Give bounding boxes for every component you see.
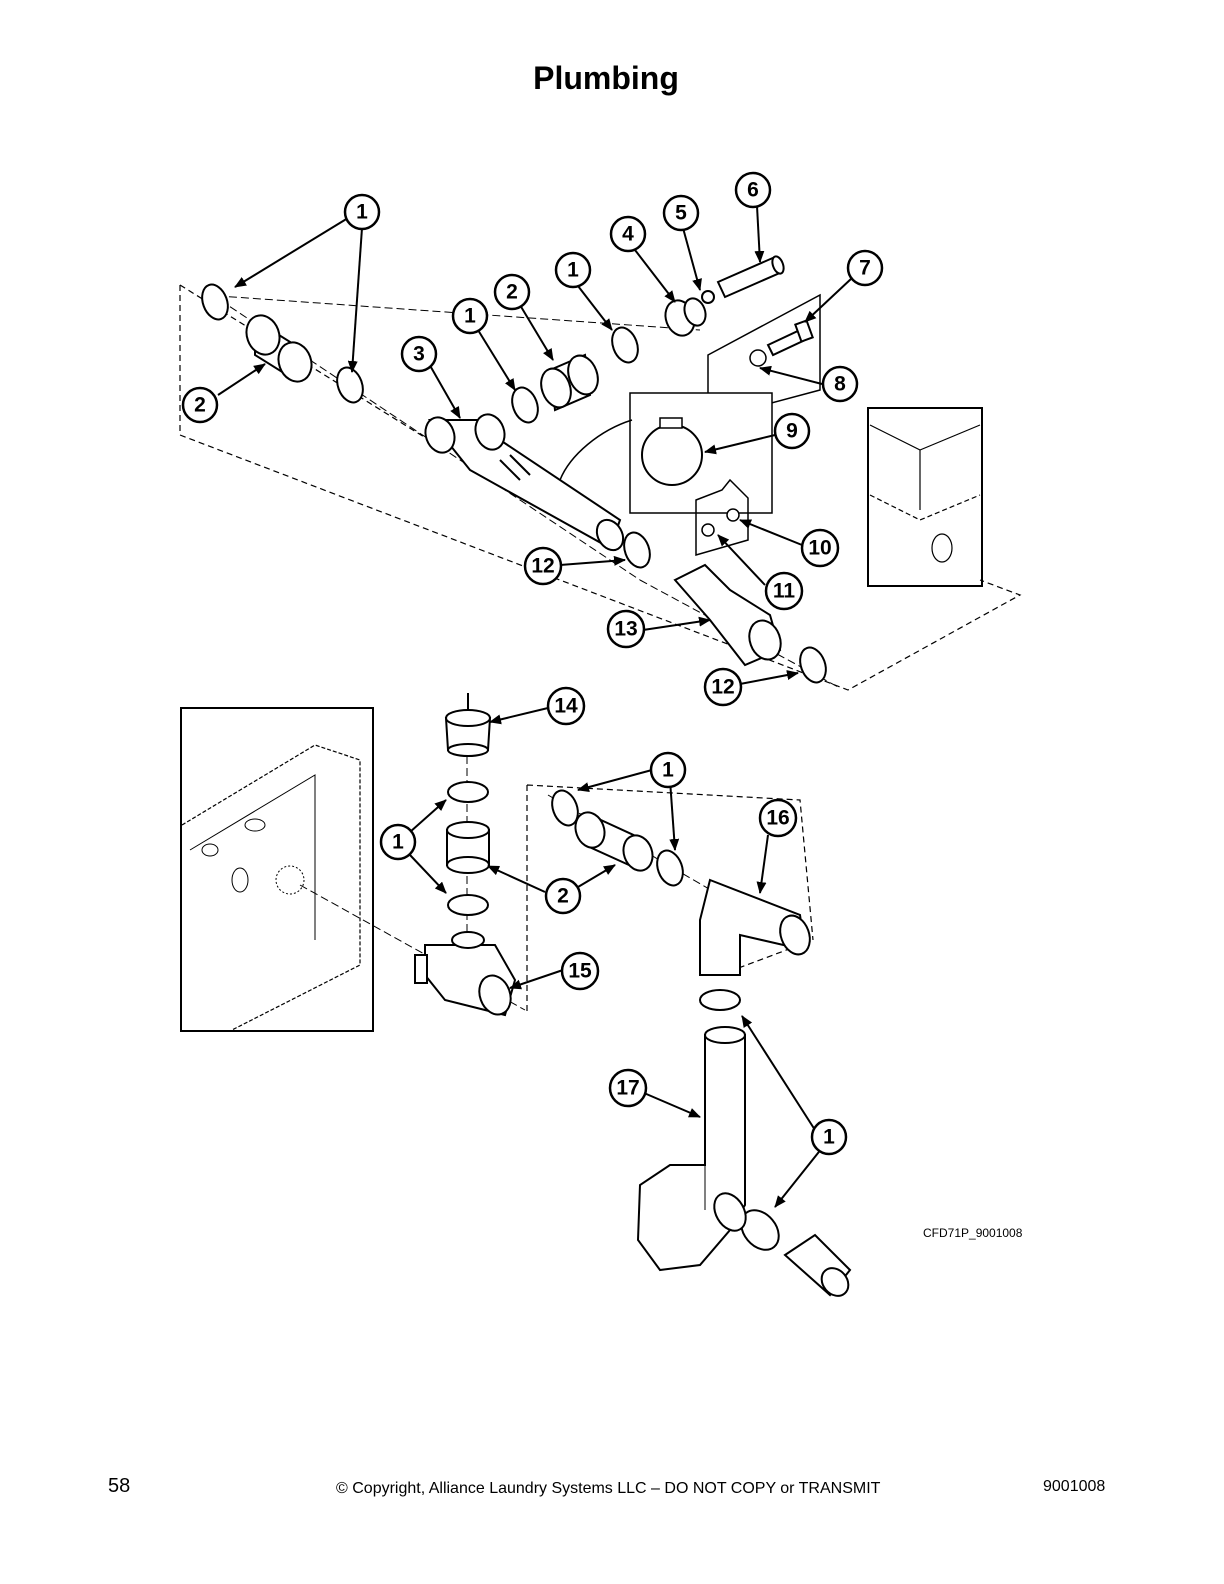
callout-1: 1 xyxy=(392,831,404,854)
copyright-notice: © Copyright, Alliance Laundry Systems LL… xyxy=(336,1480,881,1497)
callout-11: 11 xyxy=(773,580,796,603)
upper-assembly-boundary xyxy=(179,284,1022,691)
tee-fitting-part xyxy=(414,931,517,1017)
callout-1: 1 xyxy=(823,1126,835,1149)
callout-1: 1 xyxy=(567,259,579,282)
callout-2: 2 xyxy=(557,885,569,908)
screw-part xyxy=(766,319,814,357)
coupling-part xyxy=(446,821,490,874)
reducer-hose-part xyxy=(673,563,782,667)
page-number: 58 xyxy=(108,1475,131,1497)
callout-12: 12 xyxy=(711,676,734,699)
cap-part xyxy=(664,297,707,337)
hose-clamp-part xyxy=(447,781,780,1251)
cabinet-detail-inset xyxy=(180,707,374,1032)
coupling-part xyxy=(540,353,599,412)
callout-9: 9 xyxy=(786,420,798,443)
callout-6: 6 xyxy=(747,179,759,202)
hose-part xyxy=(716,255,785,299)
callout-5: 5 xyxy=(675,202,687,225)
callout-4: 4 xyxy=(622,223,634,246)
callout-7: 7 xyxy=(859,257,871,280)
callout-14: 14 xyxy=(554,695,578,718)
drain-elbow-pipe-part xyxy=(424,413,625,552)
cap-with-stem-part xyxy=(444,693,492,757)
callout-1: 1 xyxy=(464,305,476,328)
callout-2: 2 xyxy=(194,394,206,417)
drawing-id: CFD71P_9001008 xyxy=(923,1226,1023,1240)
callout-3: 3 xyxy=(413,343,425,366)
callout-12: 12 xyxy=(531,555,554,578)
ring-part xyxy=(701,290,715,304)
callout-10: 10 xyxy=(808,537,831,560)
callout-13: 13 xyxy=(614,618,637,641)
callout-17: 17 xyxy=(616,1077,639,1100)
callout-circles xyxy=(181,171,884,1156)
callout-15: 15 xyxy=(568,960,592,983)
callout-2: 2 xyxy=(506,281,518,304)
pipe-tee-part xyxy=(699,878,811,976)
callout-8: 8 xyxy=(834,373,846,396)
coupling-part xyxy=(574,811,654,872)
trap-pipe-part xyxy=(636,1026,747,1272)
leader-lines xyxy=(217,205,853,1208)
machine-detail-inset xyxy=(867,407,983,587)
drain-hose-end xyxy=(783,1233,852,1297)
callout-1: 1 xyxy=(356,201,368,224)
hose-clamp-part xyxy=(201,283,827,684)
page-title: Plumbing xyxy=(533,60,679,96)
washer-detail-inset xyxy=(695,478,749,556)
upper-centre-line xyxy=(204,294,701,331)
callout-16: 16 xyxy=(766,807,789,830)
clip-detail-inset xyxy=(559,392,773,514)
coupling-part xyxy=(245,314,313,383)
document-number: 9001008 xyxy=(1043,1478,1106,1495)
callout-1: 1 xyxy=(662,759,674,782)
